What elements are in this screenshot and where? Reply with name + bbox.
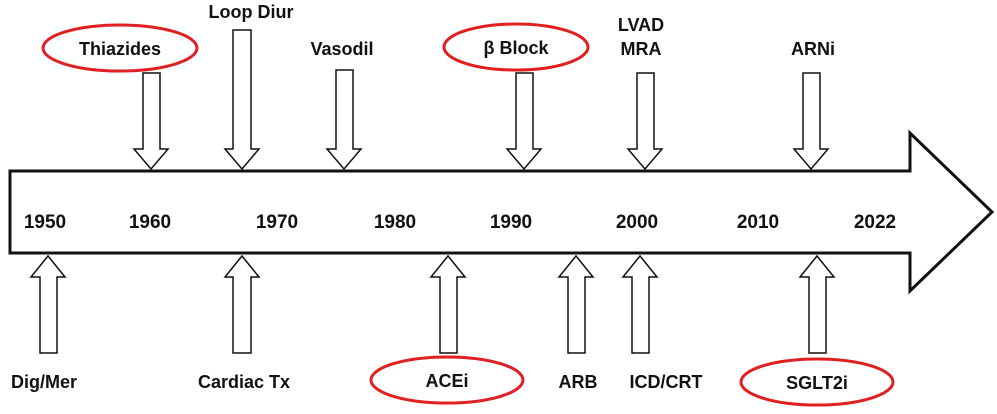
arni-arrow	[792, 72, 830, 171]
icd-crt-arrow	[621, 254, 659, 354]
beta-block-highlight-ring	[442, 22, 590, 72]
sglt2i-label: SGLT2i	[786, 373, 848, 393]
year-label-1990: 1990	[490, 212, 532, 233]
acei-highlight-ring	[369, 355, 525, 405]
acei-label: ACEi	[425, 371, 468, 391]
arb-label: ARB	[559, 372, 598, 392]
icd-crt-label: ICD/CRT	[630, 372, 703, 392]
beta-block-arrow	[505, 72, 543, 171]
arb-arrow	[557, 254, 595, 354]
thiazides-arrow	[132, 72, 170, 171]
year-label-1970: 1970	[256, 212, 298, 233]
vasodil-label: Vasodil	[310, 39, 373, 59]
cardiac-tx-arrow	[223, 254, 261, 354]
year-label-1960: 1960	[129, 212, 171, 233]
sglt2i-highlight-ring	[739, 357, 895, 407]
dig-mer-arrow	[29, 254, 67, 354]
year-label-1980: 1980	[374, 212, 416, 233]
loop-diur-label: Loop Diur	[209, 2, 294, 22]
year-label-1950: 1950	[24, 212, 66, 233]
year-label-2022: 2022	[854, 212, 896, 233]
sglt2i-arrow	[798, 254, 836, 354]
lvad-label: LVAD	[618, 15, 664, 35]
timeline-arrow	[8, 129, 995, 295]
year-label-2000: 2000	[616, 212, 658, 233]
thiazides-label: Thiazides	[79, 39, 161, 59]
thiazides-highlight-ring	[41, 23, 199, 73]
vasodil-arrow	[325, 69, 363, 171]
year-label-2010: 2010	[737, 212, 779, 233]
acei-arrow	[429, 254, 467, 354]
dig-mer-label: Dig/Mer	[11, 372, 77, 392]
lvad-mra-arrow	[626, 72, 664, 171]
arni-label: ARNi	[791, 39, 835, 59]
cardiac-tx-label: Cardiac Tx	[198, 372, 290, 392]
mra-label: MRA	[621, 39, 662, 59]
loop-diur-arrow	[223, 29, 261, 171]
beta-block-label: β Block	[483, 38, 549, 58]
